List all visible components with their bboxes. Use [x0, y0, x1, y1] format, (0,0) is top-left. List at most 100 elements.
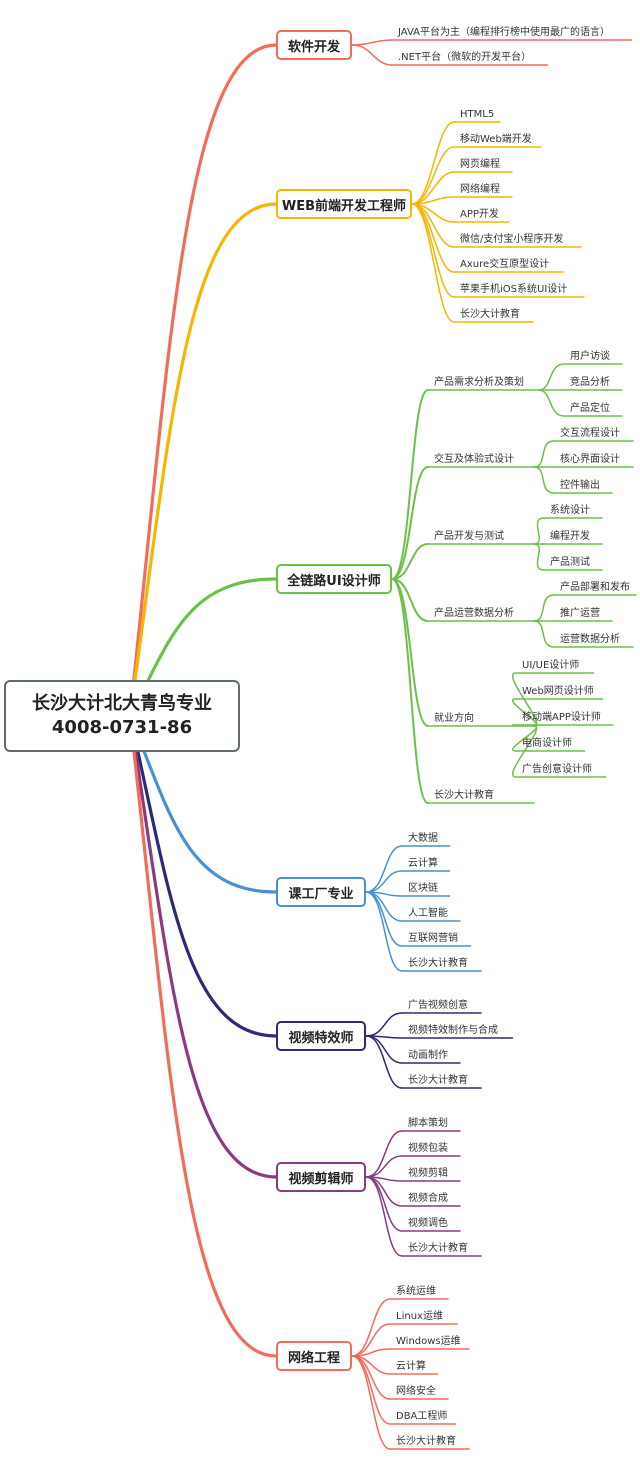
branch-node-2[interactable]: 全链路UI设计师 — [276, 564, 392, 594]
leaf-3-1[interactable]: 云计算 — [408, 858, 438, 869]
subleaf-4-4[interactable]: 广告创意设计师 — [522, 764, 592, 775]
leaf-connector-3-1 — [365, 870, 403, 893]
leaf-connector-1-1 — [411, 146, 455, 205]
leaf-6-2[interactable]: Windows运维 — [396, 1336, 461, 1347]
leaf-1-2[interactable]: 网页编程 — [460, 159, 500, 170]
leaf-connector-6-0 — [351, 1298, 391, 1357]
leaf-6-3[interactable]: 云计算 — [396, 1361, 426, 1372]
sub-node-4[interactable]: 就业方向 — [434, 713, 474, 724]
branch-node-0[interactable]: 软件开发 — [276, 30, 352, 60]
leaf-connector-1-5 — [411, 203, 455, 248]
leaf-1-5[interactable]: 微信/支付宝小程序开发 — [460, 234, 564, 245]
leaf-6-4[interactable]: 网络安全 — [396, 1386, 436, 1397]
subleaf-2-2[interactable]: 产品测试 — [550, 557, 590, 568]
sub-node-0[interactable]: 产品需求分析及策划 — [434, 377, 524, 388]
subleaf-4-1[interactable]: Web网页设计师 — [522, 686, 594, 697]
branch-connector-5 — [128, 714, 278, 1179]
leaf-3-2[interactable]: 区块链 — [408, 883, 438, 894]
root-phone: 4008-0731-86 — [51, 717, 193, 738]
subleaf-connector-3-0 — [533, 594, 555, 622]
leaf-6-0[interactable]: 系统运维 — [396, 1286, 436, 1297]
leaf-3-3[interactable]: 人工智能 — [408, 908, 448, 919]
branch-connector-0 — [128, 43, 278, 718]
subleaf-connector-2-2 — [533, 543, 545, 571]
branch-node-5[interactable]: 视频剪辑师 — [276, 1162, 366, 1192]
leaf-4-1[interactable]: 视频特效制作与合成 — [408, 1025, 498, 1036]
sub-node-1[interactable]: 交互及体验式设计 — [434, 454, 514, 465]
leaf-6-1[interactable]: Linux运维 — [396, 1311, 443, 1322]
subleaf-3-2[interactable]: 运营数据分析 — [560, 634, 620, 645]
branch-connector-4 — [128, 714, 278, 1038]
subleaf-4-3[interactable]: 电商设计师 — [522, 738, 572, 749]
branch-node-6[interactable]: 网络工程 — [276, 1341, 352, 1371]
subleaf-0-0[interactable]: 用户访谈 — [570, 351, 610, 362]
subleaf-connector-1-2 — [533, 466, 555, 494]
root-node[interactable]: 长沙大计北大青鸟专业 4008-0731-86 — [4, 680, 240, 752]
subleaf-connector-3-2 — [533, 620, 555, 648]
subleaf-2-1[interactable]: 编程开发 — [550, 531, 590, 542]
leaf-connector-6-4 — [351, 1355, 391, 1400]
leaf-connector-4-3 — [365, 1035, 403, 1089]
leaf-5-1[interactable]: 视频包装 — [408, 1143, 448, 1154]
leaf-connector-5-5 — [365, 1176, 403, 1257]
leaf-1-8[interactable]: 长沙大计教育 — [460, 309, 520, 320]
sub-node-5[interactable]: 长沙大计教育 — [434, 790, 494, 801]
leaf-5-4[interactable]: 视频调色 — [408, 1218, 448, 1229]
sub-node-2[interactable]: 产品开发与测试 — [434, 531, 504, 542]
leaf-5-5[interactable]: 长沙大计教育 — [408, 1243, 468, 1254]
leaf-4-0[interactable]: 广告视频创意 — [408, 1000, 468, 1011]
leaf-connector-3-0 — [365, 845, 403, 893]
leaf-connector-4-0 — [365, 1012, 403, 1037]
sub-connector-2 — [391, 543, 429, 580]
leaf-1-0[interactable]: HTML5 — [460, 109, 495, 120]
subleaf-connector-0-0 — [537, 363, 565, 391]
leaf-3-4[interactable]: 互联网营销 — [408, 933, 458, 944]
leaf-connector-1-8 — [411, 203, 455, 323]
subleaf-4-0[interactable]: UI/UE设计师 — [522, 660, 580, 671]
subleaf-0-1[interactable]: 竞品分析 — [570, 377, 610, 388]
subleaf-connector-2-0 — [533, 517, 545, 545]
sub-node-3[interactable]: 产品运营数据分析 — [434, 608, 514, 619]
subleaf-3-1[interactable]: 推广运营 — [560, 608, 600, 619]
leaf-6-6[interactable]: 长沙大计教育 — [396, 1436, 456, 1447]
branch-connector-6 — [128, 714, 278, 1358]
leaf-connector-6-6 — [351, 1355, 391, 1450]
leaf-connector-6-5 — [351, 1355, 391, 1425]
leaf-1-7[interactable]: 苹果手机iOS系统UI设计 — [460, 284, 568, 295]
leaf-4-3[interactable]: 长沙大计教育 — [408, 1075, 468, 1086]
leaf-5-0[interactable]: 脚本策划 — [408, 1118, 448, 1129]
leaf-connector-1-0 — [411, 121, 455, 205]
leaf-5-3[interactable]: 视频合成 — [408, 1193, 448, 1204]
branch-connector-1 — [128, 202, 278, 718]
leaf-4-2[interactable]: 动画制作 — [408, 1050, 448, 1061]
branch-node-3[interactable]: 课工厂专业 — [276, 877, 366, 907]
branch-node-4[interactable]: 视频特效师 — [276, 1021, 366, 1051]
subleaf-connector-0-2 — [537, 389, 565, 417]
subleaf-1-0[interactable]: 交互流程设计 — [560, 428, 620, 439]
leaf-connector-5-0 — [365, 1130, 403, 1178]
subleaf-connector-1-0 — [533, 440, 555, 468]
subleaf-1-1[interactable]: 核心界面设计 — [560, 454, 620, 465]
branch-node-1[interactable]: WEB前端开发工程师 — [276, 189, 412, 219]
leaf-0-1[interactable]: .NET平台（微软的开发平台） — [398, 52, 532, 63]
sub-connector-5 — [391, 578, 429, 804]
leaf-connector-3-4 — [365, 891, 403, 947]
leaf-1-1[interactable]: 移动Web端开发 — [460, 134, 532, 145]
leaf-1-6[interactable]: Axure交互原型设计 — [460, 259, 550, 270]
leaf-connector-5-1 — [365, 1155, 403, 1178]
subleaf-0-2[interactable]: 产品定位 — [570, 403, 610, 414]
leaf-1-4[interactable]: APP开发 — [460, 209, 499, 220]
leaf-3-5[interactable]: 长沙大计教育 — [408, 958, 468, 969]
subleaf-1-2[interactable]: 控件输出 — [560, 480, 600, 491]
leaf-3-0[interactable]: 大数据 — [408, 833, 438, 844]
leaf-5-2[interactable]: 视频剪辑 — [408, 1168, 448, 1179]
subleaf-3-0[interactable]: 产品部署和发布 — [560, 582, 630, 593]
leaf-1-3[interactable]: 网络编程 — [460, 184, 500, 195]
subleaf-2-0[interactable]: 系统设计 — [550, 505, 590, 516]
leaf-6-5[interactable]: DBA工程师 — [396, 1411, 448, 1422]
subleaf-4-2[interactable]: 移动端APP设计师 — [522, 712, 601, 723]
root-title: 长沙大计北大青鸟专业 — [32, 693, 212, 714]
leaf-0-0[interactable]: JAVA平台为主（编程排行榜中使用最广的语言） — [398, 27, 611, 38]
sub-connector-1 — [391, 466, 429, 580]
